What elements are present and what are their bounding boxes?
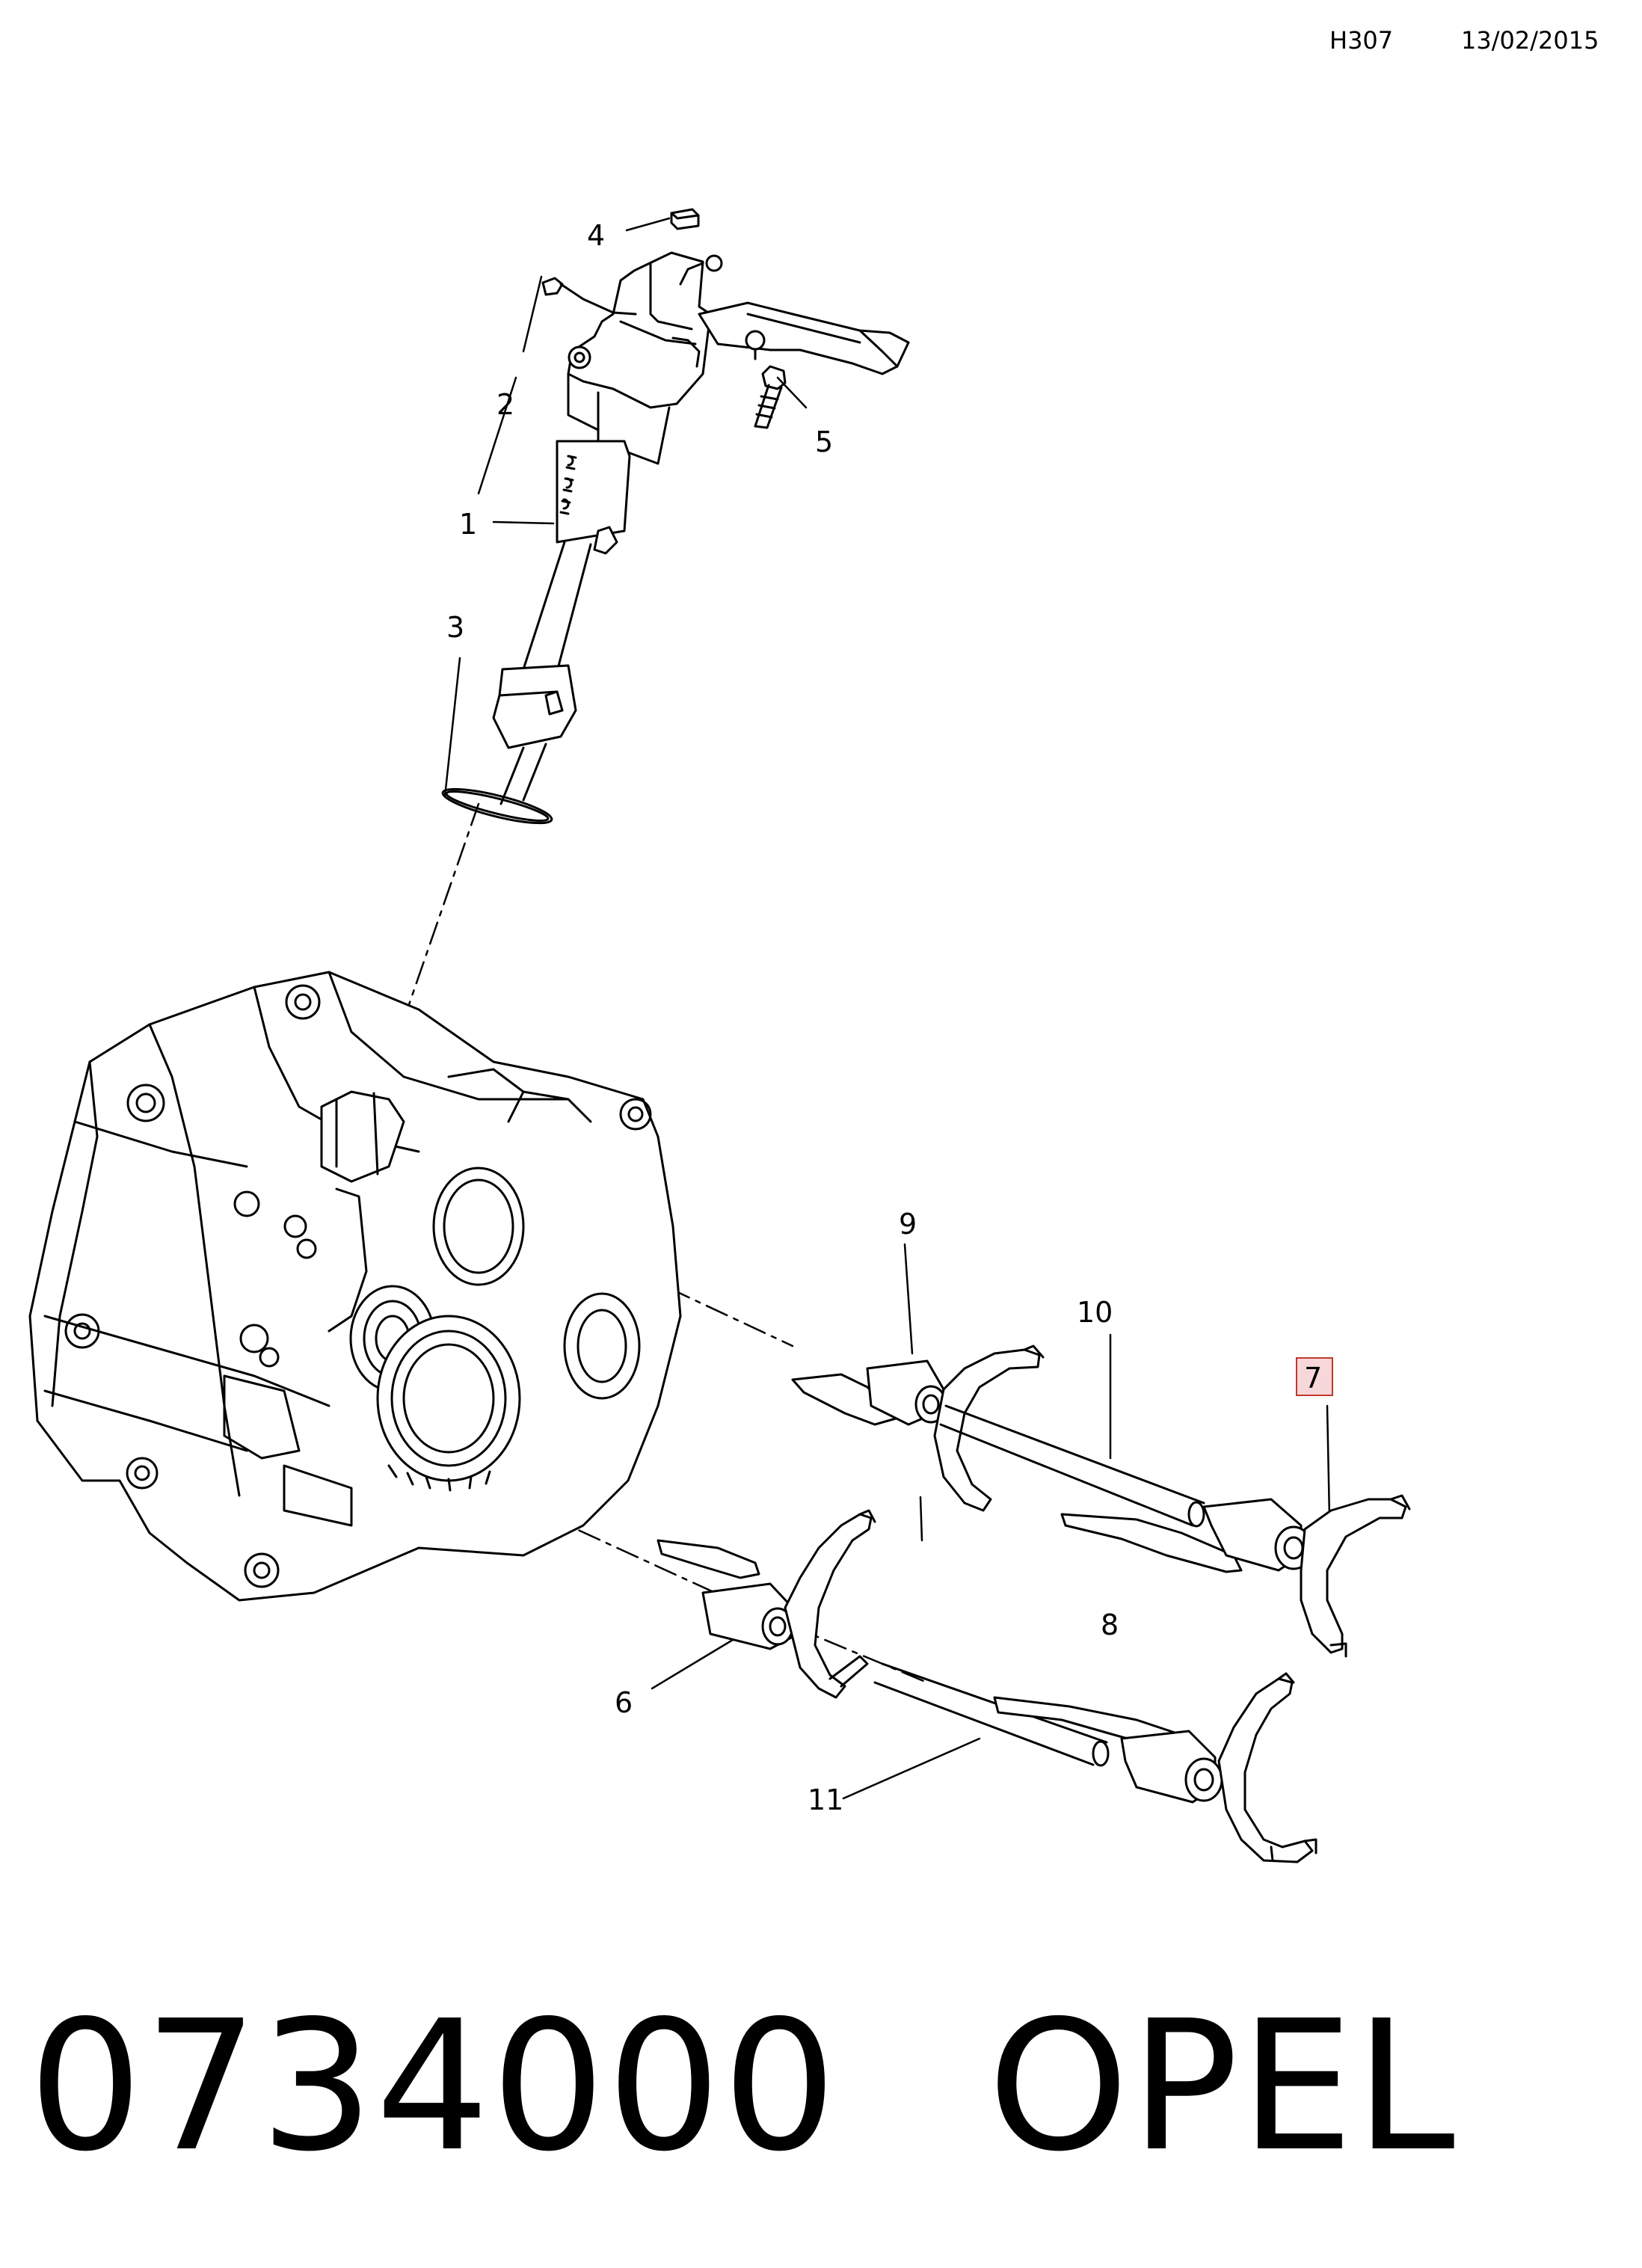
brand-name: OPEL [987,1982,1457,2191]
transmission-housing [28,971,682,1602]
callout-labels: 1 2 3 4 5 6 7 8 9 10 11 [446,219,1333,1816]
callout-7: 7 [1304,1362,1322,1395]
callout-3: 3 [446,611,464,644]
callout-5: 5 [815,425,833,458]
header-code: H307 [1329,26,1394,55]
callout-6: 6 [615,1686,633,1719]
callout-8: 8 [1101,1608,1119,1641]
callout-9: 9 [899,1208,917,1241]
header-date: 13/02/2015 [1461,26,1599,55]
callout-leaders [443,217,1331,1800]
shift-control-assembly [441,208,910,825]
callout-highlight-box [1296,1357,1333,1396]
callout-10: 10 [1077,1296,1113,1329]
callout-1: 1 [459,508,477,541]
callout-11: 11 [808,1783,843,1816]
callout-4: 4 [587,219,605,252]
upper-fork-assembly [791,1344,1411,1658]
part-number: 0734000 [28,1982,838,2191]
lower-fork-assembly [657,1509,1317,1863]
callout-2: 2 [496,388,514,421]
